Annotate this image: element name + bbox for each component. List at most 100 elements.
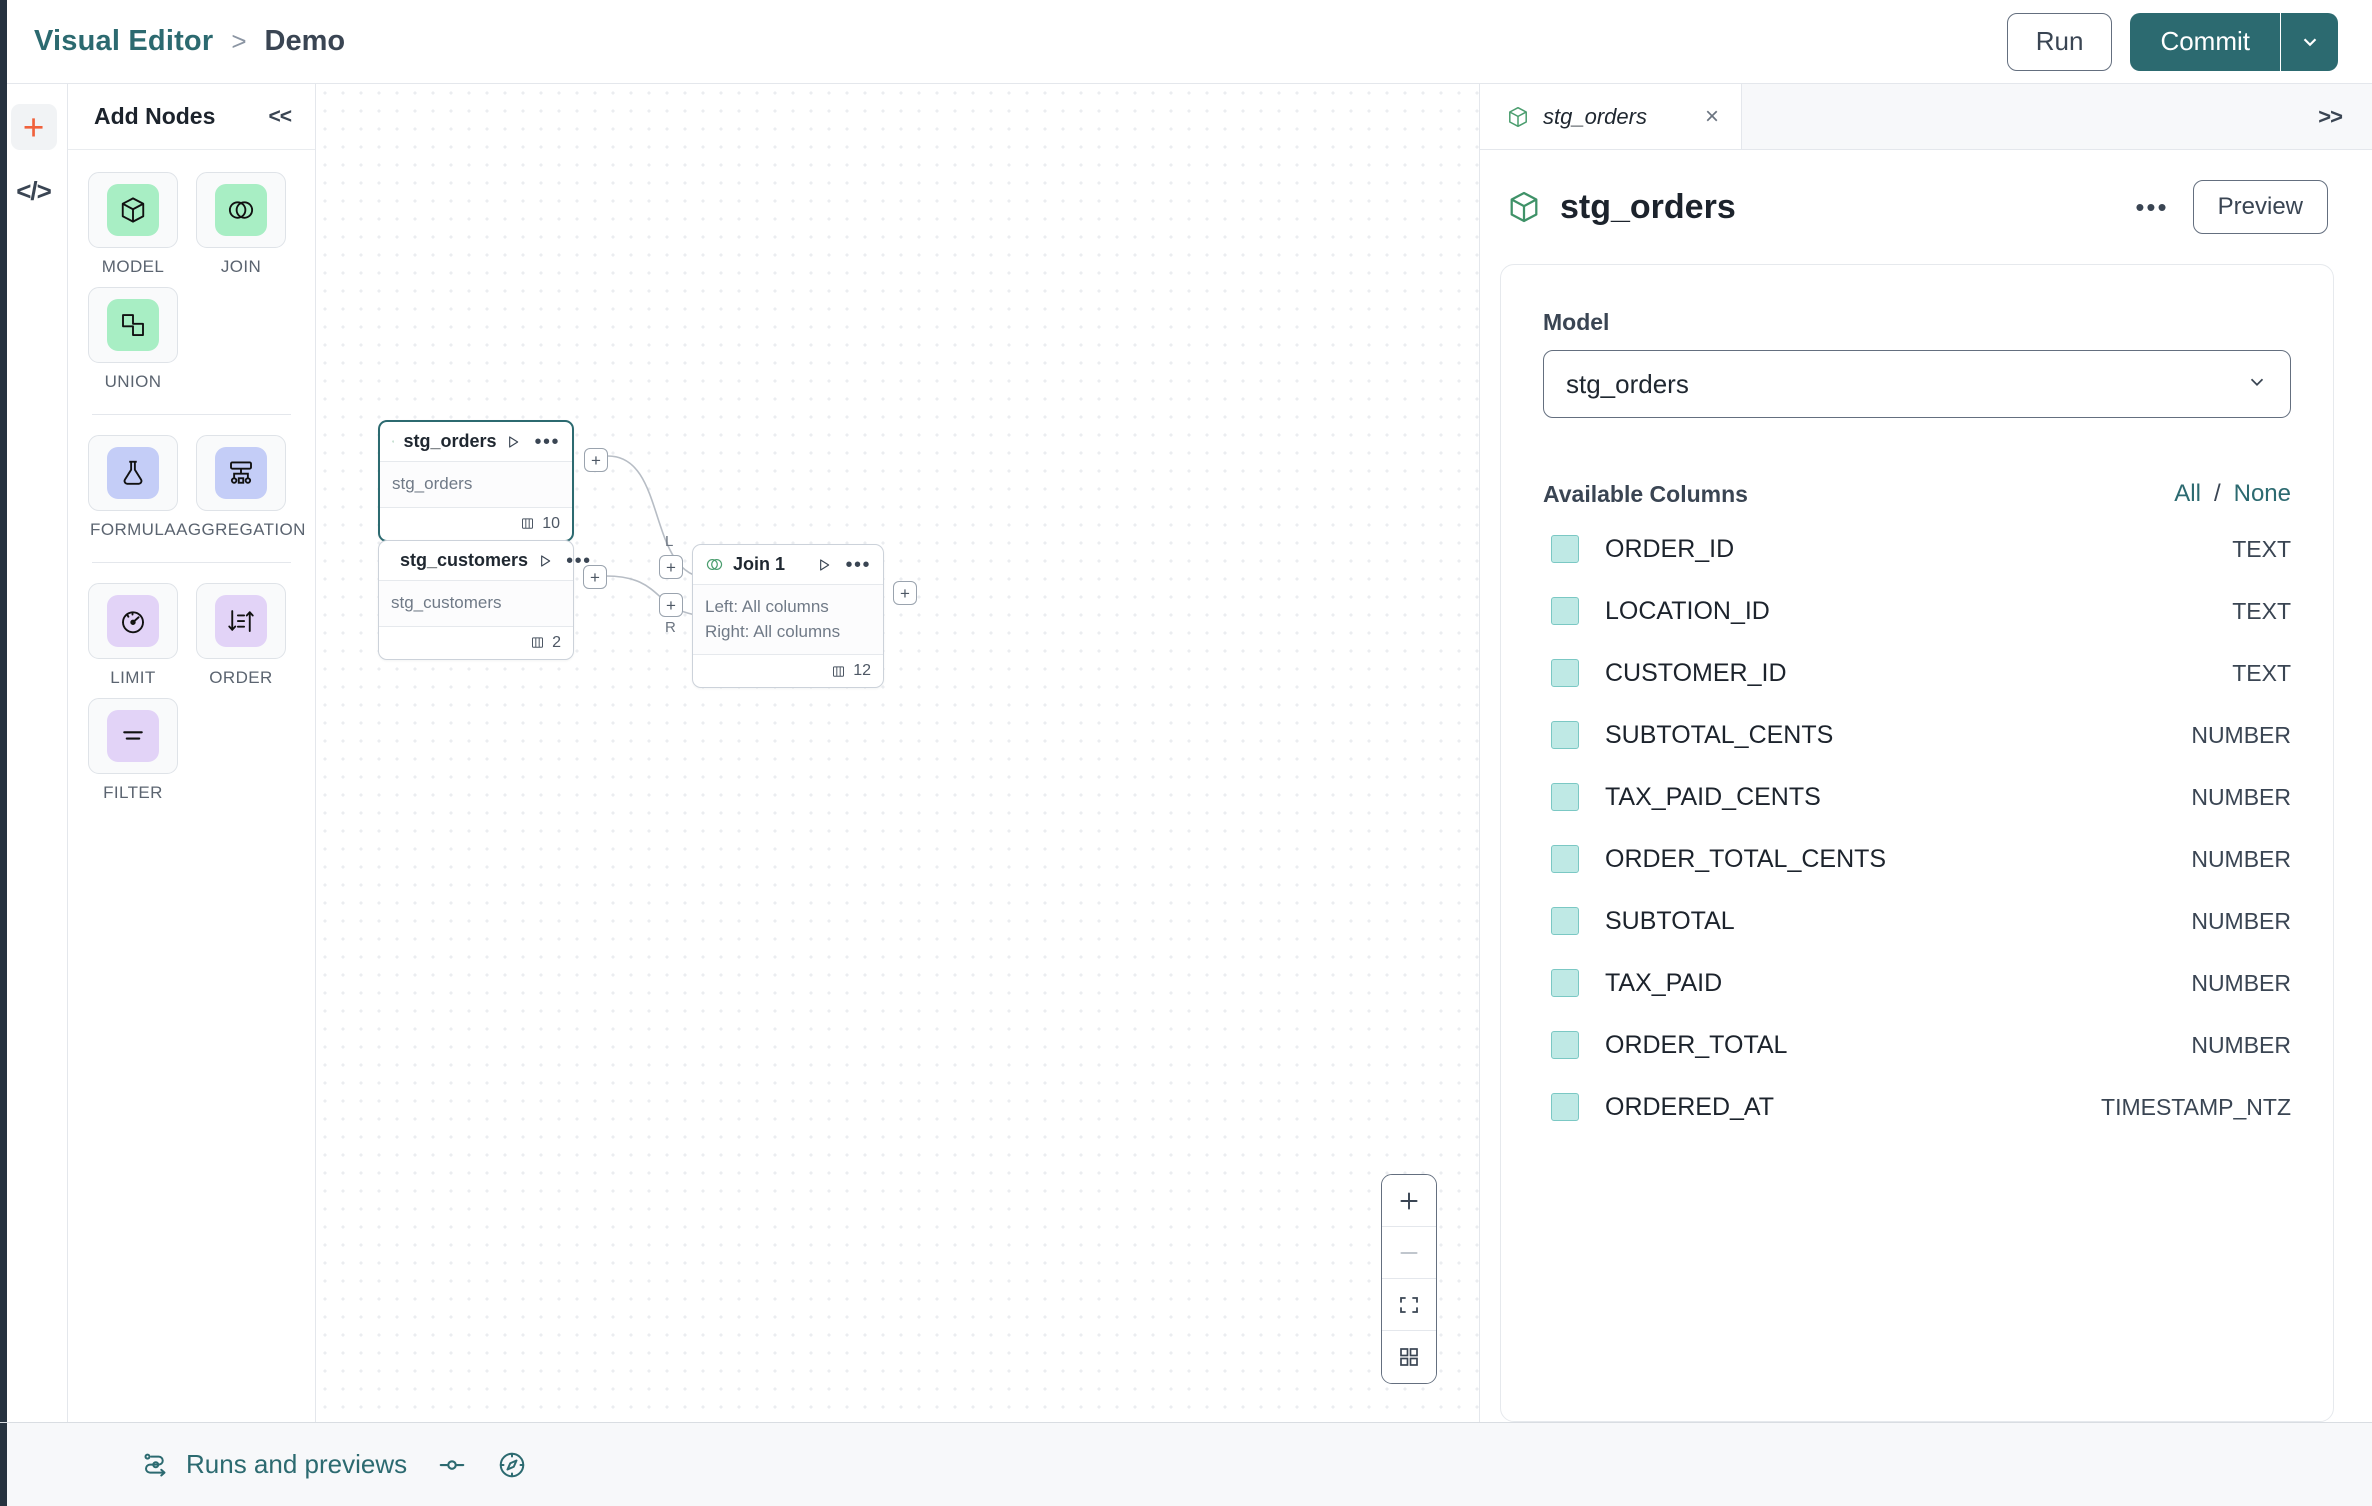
column-type: NUMBER xyxy=(2191,721,2291,748)
column-checkbox[interactable] xyxy=(1551,1093,1579,1121)
run-button[interactable]: Run xyxy=(2006,12,2113,71)
node-option-aggregation[interactable]: AGGREGATION xyxy=(176,435,305,540)
column-row[interactable]: ORDER_ID TEXT xyxy=(1543,518,2291,580)
node-tile-limit[interactable] xyxy=(88,583,178,659)
output-port-stg-orders[interactable]: + xyxy=(584,448,608,472)
add-nodes-body: MODEL JOIN xyxy=(68,150,315,803)
node-tile-join[interactable] xyxy=(196,172,286,248)
select-none-link[interactable]: None xyxy=(2233,480,2291,507)
flask-icon xyxy=(107,447,159,499)
commit-button-group: Commit xyxy=(2130,12,2338,71)
column-type: NUMBER xyxy=(2191,783,2291,810)
column-selection-links: All / None xyxy=(2174,480,2291,508)
expand-panel-icon[interactable]: >> xyxy=(2318,103,2343,129)
input-port-label-right: R xyxy=(665,619,676,636)
toggle-grid-button[interactable] xyxy=(1382,1331,1436,1383)
compass-icon[interactable] xyxy=(497,1450,527,1480)
flow-node-actions: ••• xyxy=(816,555,871,575)
flow-node-footer: 12 xyxy=(693,654,883,687)
node-tile-formula[interactable] xyxy=(88,435,178,511)
node-tile-model[interactable] xyxy=(88,172,178,248)
node-option-limit[interactable]: LIMIT xyxy=(88,583,178,688)
column-checkbox[interactable] xyxy=(1551,721,1579,749)
column-row[interactable]: SUBTOTAL NUMBER xyxy=(1543,890,2291,952)
column-checkbox[interactable] xyxy=(1551,597,1579,625)
select-all-link[interactable]: All xyxy=(2174,480,2201,507)
node-option-union[interactable]: UNION xyxy=(88,287,178,392)
flow-node-stg-orders[interactable]: stg_orders ••• stg_orders 10 + xyxy=(378,420,608,542)
zoom-controls xyxy=(1381,1174,1437,1384)
output-port-join-1[interactable]: + xyxy=(893,581,917,605)
column-row[interactable]: LOCATION_ID TEXT xyxy=(1543,580,2291,642)
column-row[interactable]: ORDER_TOTAL_CENTS NUMBER xyxy=(1543,828,2291,890)
node-tile-aggregation[interactable] xyxy=(196,435,286,511)
commit-dropdown-button[interactable] xyxy=(2280,12,2338,71)
node-option-model[interactable]: MODEL xyxy=(88,172,178,277)
column-row[interactable]: CUSTOMER_ID TEXT xyxy=(1543,642,2291,704)
preview-button[interactable]: Preview xyxy=(2192,180,2328,234)
flow-node-body: stg_orders xyxy=(380,461,572,507)
node-label-formula: FORMULA xyxy=(90,520,176,539)
column-row[interactable]: ORDER_TOTAL NUMBER xyxy=(1543,1014,2291,1076)
column-checkbox[interactable] xyxy=(1551,659,1579,687)
node-option-order[interactable]: ORDER xyxy=(196,583,286,688)
venn-icon xyxy=(215,184,267,236)
column-checkbox[interactable] xyxy=(1551,535,1579,563)
slider-toggle-icon[interactable] xyxy=(437,1450,467,1480)
node-option-filter[interactable]: FILTER xyxy=(88,698,178,803)
breadcrumb-root-link[interactable]: Visual Editor xyxy=(34,25,214,57)
column-type: TEXT xyxy=(2232,535,2291,562)
column-row[interactable]: TAX_PAID_CENTS NUMBER xyxy=(1543,766,2291,828)
column-checkbox[interactable] xyxy=(1551,1031,1579,1059)
code-view-rail-button[interactable]: </> xyxy=(11,168,57,214)
top-bar-actions: Run Commit xyxy=(2006,12,2338,71)
column-checkbox[interactable] xyxy=(1551,845,1579,873)
node-tile-union[interactable] xyxy=(88,287,178,363)
tab-stg-orders[interactable]: stg_orders × xyxy=(1480,84,1742,149)
flow-node-footer: 10 xyxy=(380,506,572,540)
run-node-icon[interactable] xyxy=(537,553,553,569)
fit-view-button[interactable] xyxy=(1382,1279,1436,1331)
column-row[interactable]: SUBTOTAL_CENTS NUMBER xyxy=(1543,704,2291,766)
model-select[interactable]: stg_orders xyxy=(1543,350,2291,418)
column-checkbox[interactable] xyxy=(1551,907,1579,935)
plus-icon: + xyxy=(22,106,45,148)
selection-separator: / xyxy=(2213,480,2221,507)
column-row[interactable]: ORDERED_AT TIMESTAMP_NTZ xyxy=(1543,1076,2291,1138)
node-tile-filter[interactable] xyxy=(88,698,178,774)
column-checkbox[interactable] xyxy=(1551,969,1579,997)
flow-node-stg-customers[interactable]: stg_customers ••• stg_customers 2 + xyxy=(378,540,607,660)
node-option-formula[interactable]: FORMULA xyxy=(88,435,178,540)
run-node-icon[interactable] xyxy=(816,557,832,573)
input-port-left[interactable]: + xyxy=(659,555,683,579)
column-name: SUBTOTAL_CENTS xyxy=(1605,720,1834,749)
run-node-icon[interactable] xyxy=(505,434,521,450)
zoom-in-button[interactable] xyxy=(1382,1175,1436,1227)
flow-node-header: stg_orders ••• xyxy=(380,422,572,461)
runs-and-previews-button[interactable]: Runs and previews xyxy=(140,1449,407,1480)
cube-icon xyxy=(1510,191,1538,223)
flow-node-body-line: stg_customers xyxy=(391,593,502,612)
column-row[interactable]: TAX_PAID NUMBER xyxy=(1543,952,2291,1014)
flow-node-body: Left: All columns Right: All columns xyxy=(693,584,883,655)
flow-node-column-count: 12 xyxy=(853,662,871,680)
main-body: + </> Add Nodes << xyxy=(0,84,2372,1422)
flow-canvas[interactable]: stg_orders ••• stg_orders 10 + xyxy=(316,84,1480,1422)
input-port-right[interactable]: + xyxy=(659,593,683,617)
node-tile-order[interactable] xyxy=(196,583,286,659)
node-label-join: JOIN xyxy=(220,257,262,276)
flow-node-header: stg_customers ••• xyxy=(379,541,590,580)
flow-node-join-1[interactable]: Join 1 ••• Left: All columns Right: All … xyxy=(659,533,917,689)
commit-button[interactable]: Commit xyxy=(2130,12,2280,71)
zoom-out-button[interactable] xyxy=(1382,1227,1436,1279)
column-checkbox[interactable] xyxy=(1551,783,1579,811)
collapse-panel-icon[interactable]: << xyxy=(268,104,292,128)
node-option-join[interactable]: JOIN xyxy=(196,172,286,277)
output-port-stg-customers[interactable]: + xyxy=(583,565,607,589)
flow-node-title: stg_orders xyxy=(403,431,497,451)
close-icon[interactable]: × xyxy=(1704,102,1719,130)
column-type: NUMBER xyxy=(2191,845,2291,872)
add-node-rail-button[interactable]: + xyxy=(10,104,57,150)
columns-icon xyxy=(522,518,534,529)
union-shapes-icon xyxy=(107,299,159,351)
